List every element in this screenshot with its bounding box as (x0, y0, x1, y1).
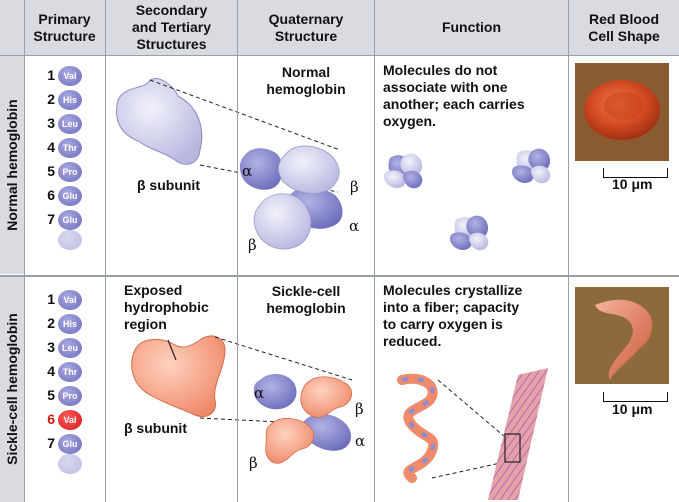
normal-tetramer (239, 145, 343, 250)
residue-number: 2 (47, 91, 55, 107)
residue-number: 3 (47, 339, 55, 355)
amino-acid-bead: Thr (58, 362, 82, 382)
quaternary-title-sickle: Sickle-cell hemoglobin (266, 283, 346, 316)
free-hb-molecule-1 (383, 153, 423, 189)
scale-bar-sickle (603, 392, 668, 402)
amino-acid-bead: Val (58, 290, 82, 310)
residue-number: 7 (47, 211, 55, 227)
mutant-residue: Val (58, 410, 82, 430)
chain-label-alpha-2: α (349, 217, 360, 235)
sickle-rbc (595, 299, 653, 380)
amino-acid-bead: Thr (58, 138, 82, 158)
function-text-normal: Molecules do not associate with one anot… (383, 62, 525, 129)
chain-label-beta-3: β (355, 400, 364, 418)
sickle-fiber-chain (397, 373, 439, 483)
amino-acid-bead: Pro (58, 386, 82, 406)
amino-acid-bead: Glu (58, 434, 82, 454)
residue-number: 1 (47, 67, 55, 83)
residue-number: 3 (47, 115, 55, 131)
free-hb-molecule-3 (449, 215, 489, 251)
normal-beta-subunit-shape (116, 78, 203, 165)
scale-label-normal: 10 μm (612, 176, 653, 192)
residue-number: 7 (47, 435, 55, 451)
function-text-sickle: Molecules crystallize into a fiber; capa… (383, 282, 523, 349)
residue-number: 6 (47, 187, 55, 203)
chain-label-alpha-4: α (355, 432, 366, 450)
amino-acid-bead: Pro (58, 162, 82, 182)
amino-acid-bead (58, 230, 82, 250)
residue-number: 4 (47, 139, 55, 155)
free-hb-molecule-2 (511, 148, 551, 184)
amino-acid-bead: Leu (58, 114, 82, 134)
header-rbc-shape: Red Blood Cell Shape (569, 0, 679, 55)
chain-label-beta-1: β (350, 178, 359, 196)
residue-number: 5 (47, 163, 55, 179)
chain-label-alpha-3: α (254, 384, 265, 402)
chain-label-beta-2: β (248, 236, 257, 254)
header-quaternary: Quaternary Structure (238, 0, 374, 55)
header-corner (0, 0, 24, 55)
chain-label-beta-4: β (249, 454, 258, 472)
sickle-tetramer (253, 373, 353, 464)
scale-label-sickle: 10 μm (612, 401, 653, 417)
residue-number: 2 (47, 315, 55, 331)
residue-number: 6 (47, 411, 55, 427)
amino-acid-bead: His (58, 90, 82, 110)
header-function: Function (375, 0, 568, 55)
amino-acid-bead: Glu (58, 186, 82, 206)
amino-acid-bead: His (58, 314, 82, 334)
scale-bar-normal (603, 168, 668, 178)
amino-acid-bead: Glu (58, 210, 82, 230)
sickle-beta-subunit-shape (131, 335, 226, 417)
quaternary-title-normal: Normal hemoglobin (266, 64, 346, 97)
chain-label-alpha-1: α (242, 162, 253, 180)
header-primary: Primary Structure (24, 0, 105, 55)
amino-acid-bead: Val (58, 66, 82, 86)
beta-subunit-label-normal: β subunit (137, 177, 200, 193)
residue-number: 1 (47, 291, 55, 307)
row-label-sickle: Sickle-cell hemoglobin (0, 276, 24, 502)
row-label-normal: Normal hemoglobin (0, 56, 24, 274)
residue-number: 5 (47, 387, 55, 403)
header-secondary-tertiary: Secondary and Tertiary Structures (106, 0, 237, 55)
exposed-hydrophobic-label: Exposed hydrophobic region (124, 282, 209, 332)
amino-acid-bead (58, 454, 82, 474)
residue-number: 4 (47, 363, 55, 379)
fiber-zoom-box (504, 433, 521, 463)
amino-acid-bead: Leu (58, 338, 82, 358)
beta-subunit-label-sickle: β subunit (124, 420, 187, 436)
